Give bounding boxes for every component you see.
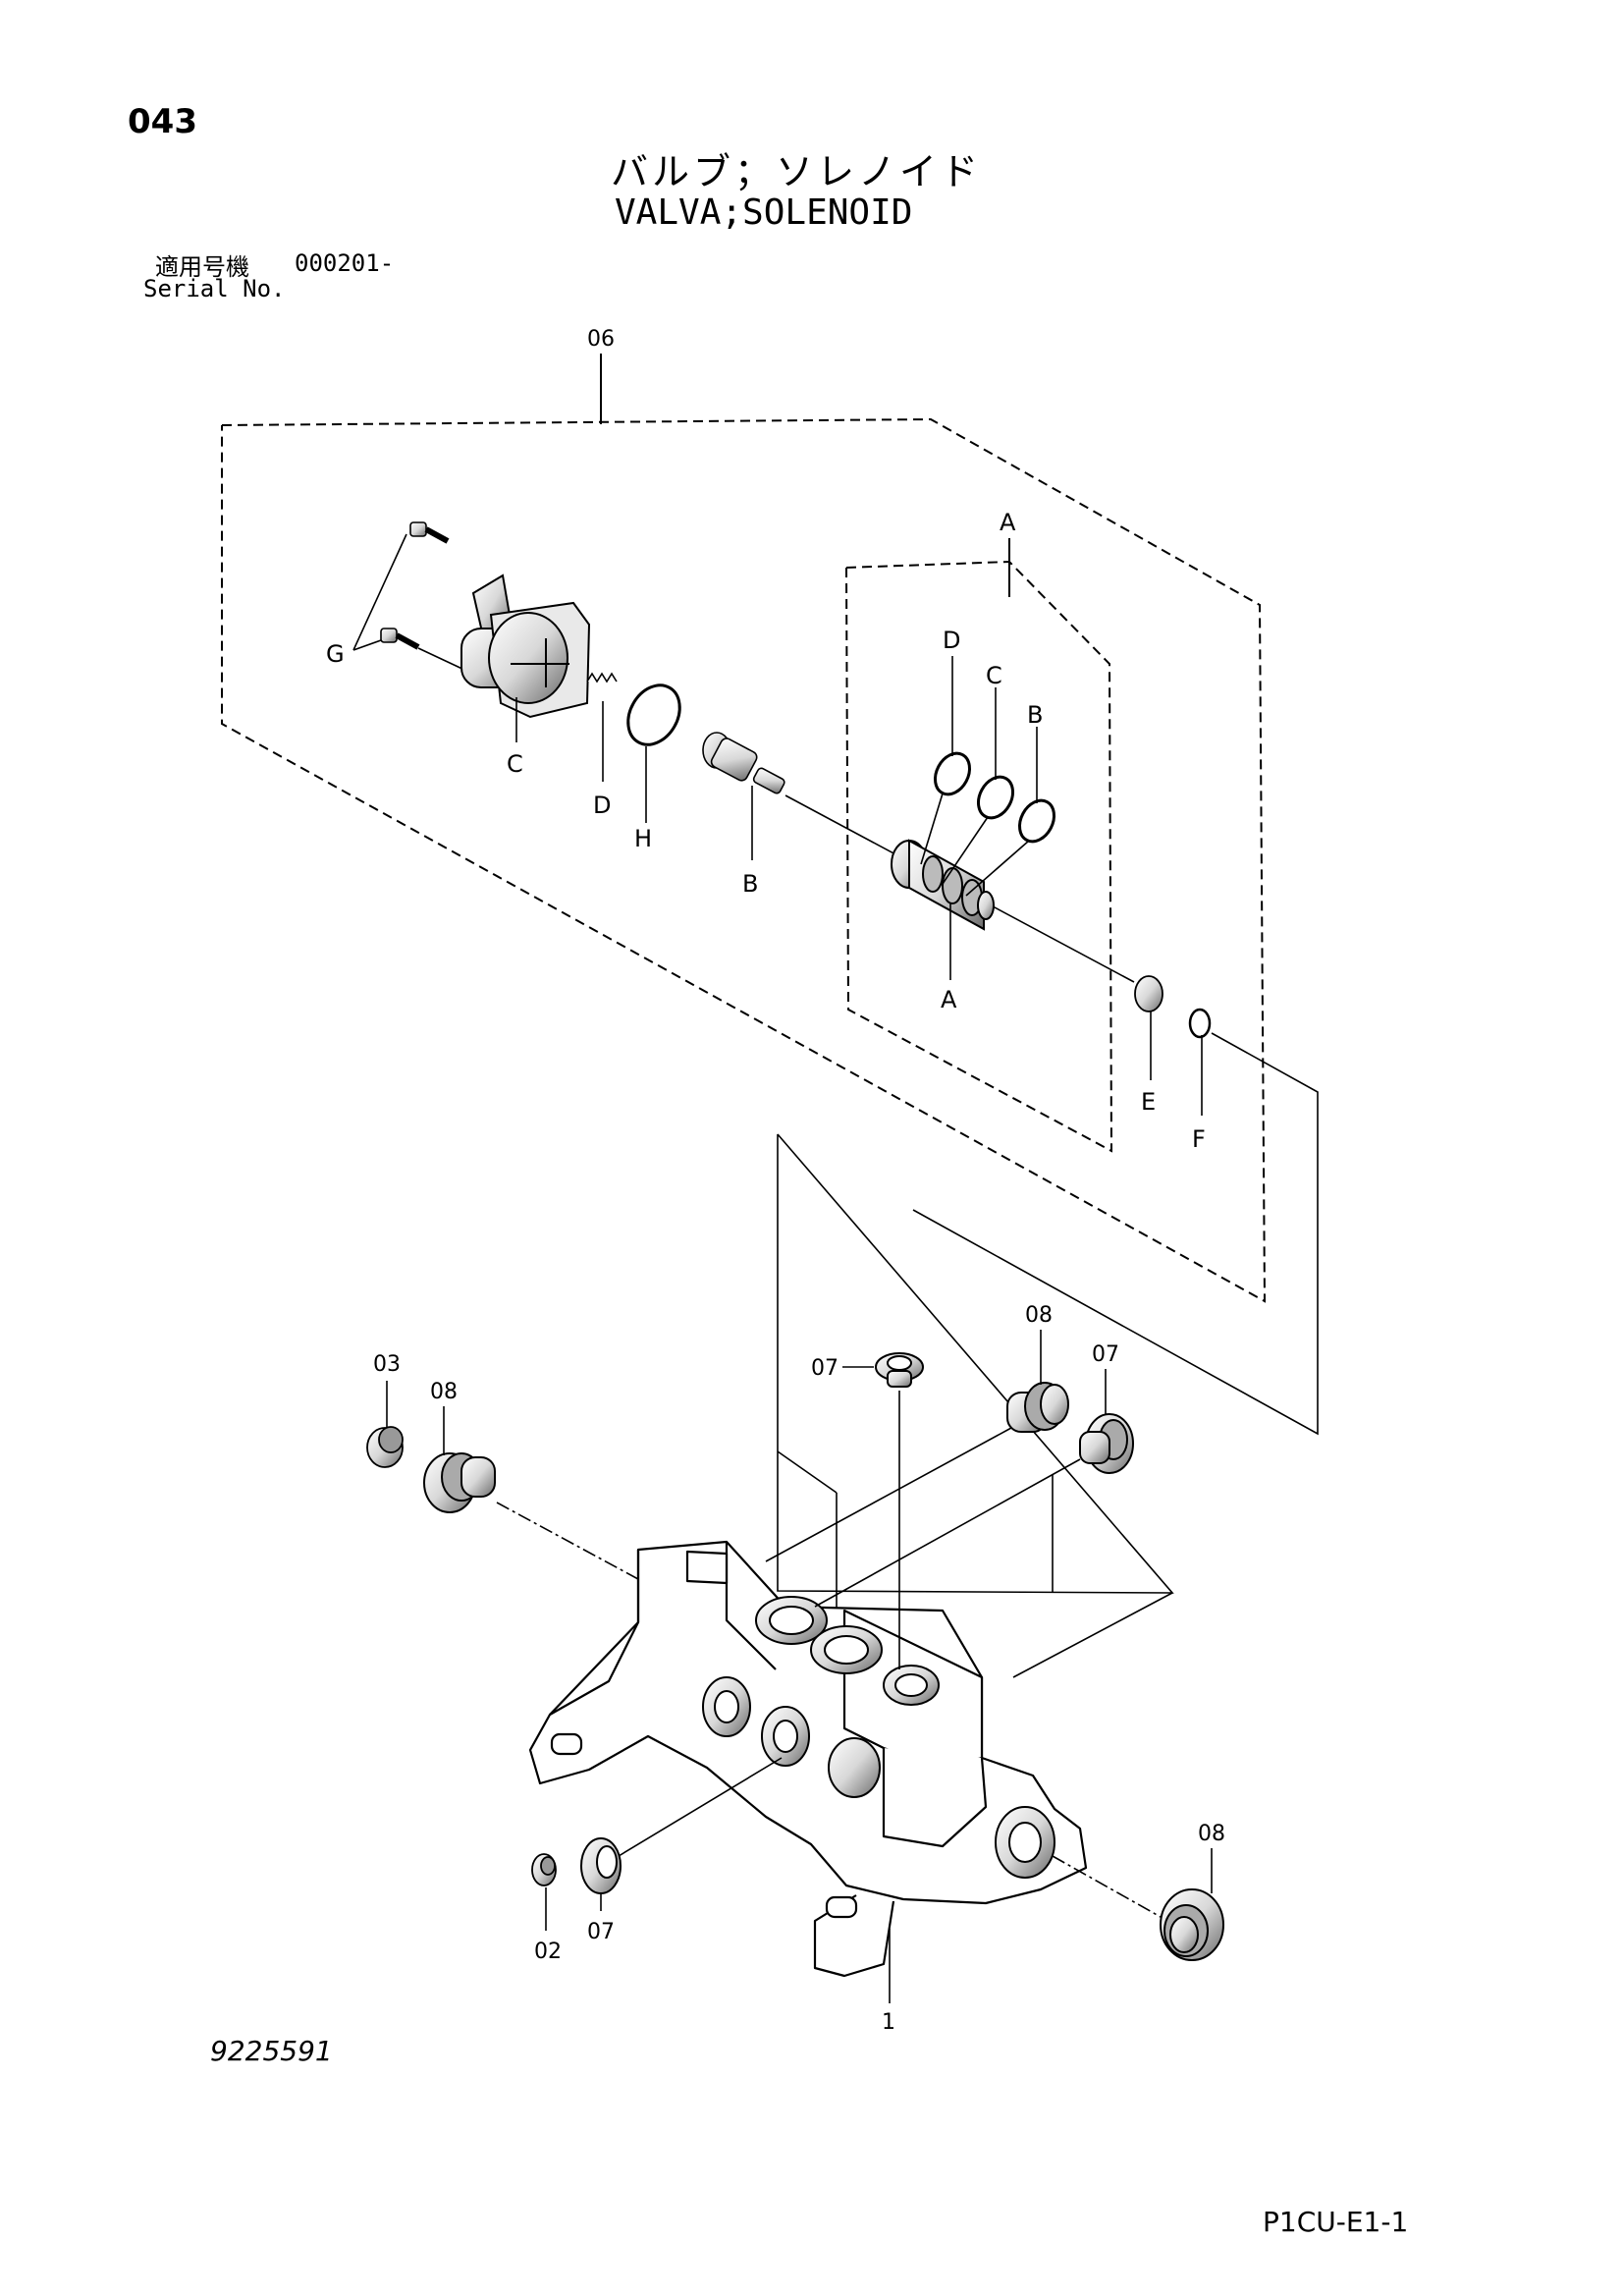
plug-07-top xyxy=(875,1352,924,1388)
label-g: G xyxy=(326,640,345,668)
drawing-number: 9225591 xyxy=(210,2035,333,2067)
o-ring-h xyxy=(626,683,681,746)
cartridge-install-outline xyxy=(777,1133,1174,1594)
snap-ring-f xyxy=(1188,1008,1212,1039)
label-03: 03 xyxy=(373,1352,401,1377)
p07-right-install-leader xyxy=(814,1458,1081,1608)
plug-e xyxy=(1134,975,1163,1012)
subassembly-a-boundary xyxy=(845,560,1113,1153)
o-ring-b xyxy=(1017,798,1056,844)
bolt-g-lower xyxy=(380,628,420,650)
label-h: H xyxy=(634,825,652,852)
label-c-left: C xyxy=(507,750,523,778)
page-number: 043 xyxy=(128,102,197,141)
spool-b xyxy=(702,732,785,794)
serial-label-japanese: 適用号機 xyxy=(155,253,249,281)
plug-08-top xyxy=(1006,1382,1069,1433)
label-02: 02 xyxy=(534,1940,562,1964)
sheet-code: P1CU-E1-1 xyxy=(1263,2206,1409,2238)
plug-08-left xyxy=(423,1452,496,1513)
o-ring-leaders xyxy=(920,656,1038,897)
label-1: 1 xyxy=(882,2010,895,2035)
plug-08-bottom xyxy=(1160,1888,1224,1961)
label-07-top: 07 xyxy=(811,1356,839,1381)
label-08-left: 08 xyxy=(430,1380,458,1404)
label-d-right: D xyxy=(943,627,960,654)
title-english: VALVA;SOLENOID xyxy=(615,192,913,233)
label-08-bottom: 08 xyxy=(1198,1822,1225,1846)
p07-bottom-install-leader xyxy=(618,1757,783,1857)
label-f: F xyxy=(1192,1125,1206,1153)
p08-left-install-leader xyxy=(496,1502,639,1580)
label-a-bottom: A xyxy=(941,986,957,1013)
f-to-body-leader xyxy=(912,1032,1319,1436)
valve-body-ports xyxy=(702,1596,1055,1879)
valve-cartridge-a xyxy=(891,839,995,931)
install-line-4 xyxy=(1012,1592,1173,1678)
p08-bottom-install-leader xyxy=(1052,1855,1162,1918)
title-japanese: バルブ；ソレノイド xyxy=(611,150,983,193)
bolt-g-upper xyxy=(409,521,450,544)
serial-value: 000201- xyxy=(295,249,395,277)
plug-07-bottom xyxy=(580,1837,622,1894)
label-b-right: B xyxy=(1027,701,1043,729)
o-ring-c xyxy=(976,775,1015,820)
label-b-left: B xyxy=(742,870,758,898)
label-d-left: D xyxy=(593,792,611,819)
label-06: 06 xyxy=(587,327,615,352)
serial-label-english: Serial No. xyxy=(143,275,286,302)
label-08-top: 08 xyxy=(1025,1303,1053,1328)
label-c-right: C xyxy=(986,662,1002,689)
solenoid-coil-c xyxy=(460,574,591,719)
install-line-1 xyxy=(777,1450,838,1494)
o-ring-d xyxy=(933,751,972,796)
plug-03 xyxy=(366,1426,404,1468)
p08-top-install-leader xyxy=(765,1427,1012,1562)
label-07-right: 07 xyxy=(1092,1342,1119,1367)
label-07-bottom: 07 xyxy=(587,1920,615,1944)
plug-07-right xyxy=(1079,1413,1134,1474)
plug-02 xyxy=(531,1853,557,1886)
label-e: E xyxy=(1141,1088,1156,1116)
spring-d xyxy=(586,672,618,683)
label-a-top: A xyxy=(1000,509,1016,536)
assembly-06-boundary xyxy=(221,417,1267,1303)
